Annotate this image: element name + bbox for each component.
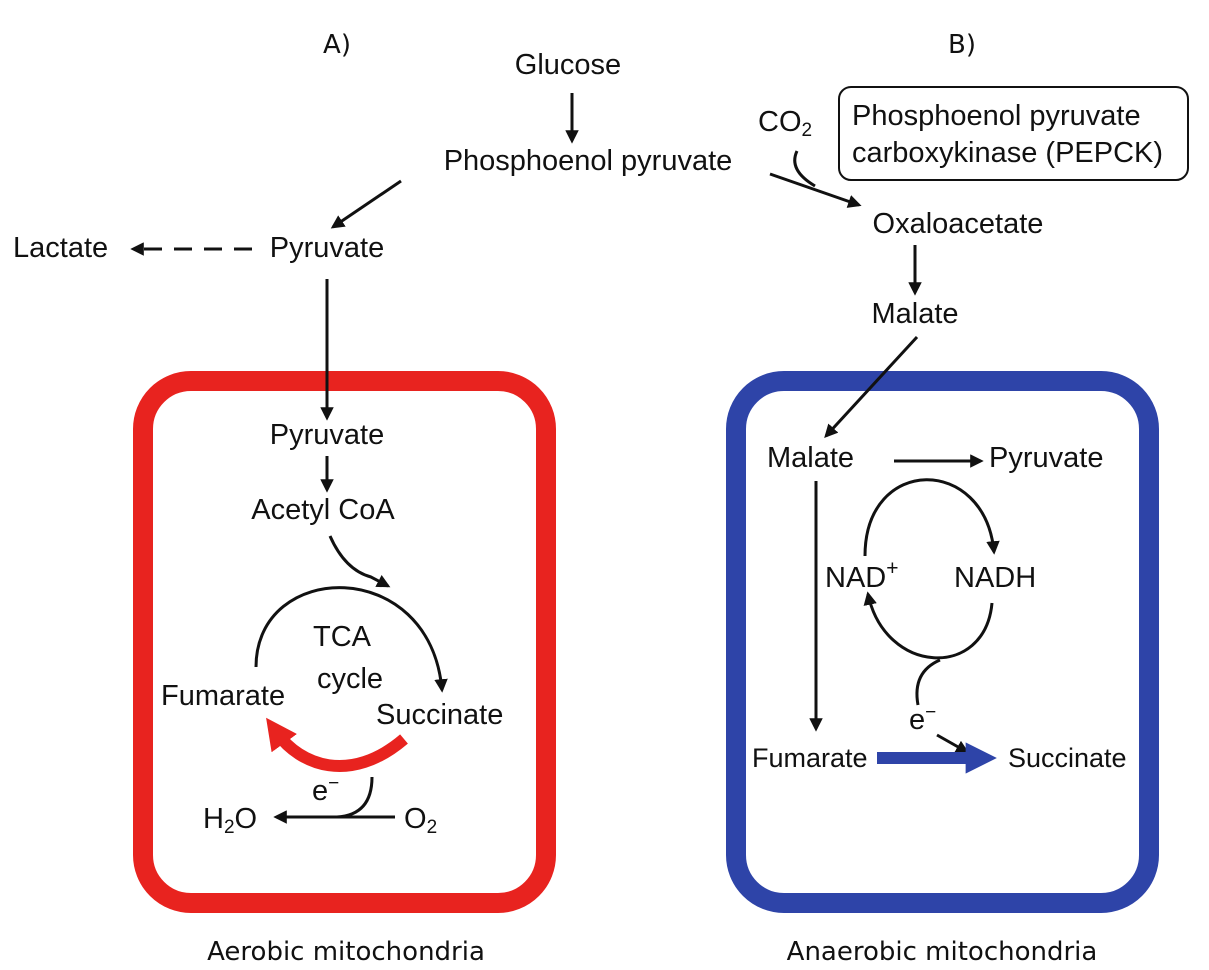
electron-aerobic-label: e− — [312, 773, 339, 807]
tca-label-line1: TCA — [313, 621, 372, 653]
co2-incorporation-arrow — [793, 150, 816, 188]
lactate-label: Lactate — [13, 232, 108, 264]
electron-to-succinate-arrow — [936, 733, 970, 754]
fumarate-anaerobic-label: Fumarate — [752, 743, 868, 773]
malate-cytosol-label: Malate — [871, 298, 958, 330]
aerobic-caption: Aerobic mitochondria — [207, 937, 485, 967]
pyruvate-mito-label: Pyruvate — [270, 419, 384, 451]
pep-to-oxaloacetate-arrow — [769, 172, 862, 208]
panel-a-label: A) — [323, 30, 351, 60]
succinate-to-fumarate-red-arrow — [266, 717, 408, 772]
anaerobic-caption: Anaerobic mitochondria — [787, 937, 1098, 967]
nadh-label: NADH — [954, 562, 1036, 594]
glucose-label: Glucose — [515, 49, 621, 81]
phosphoenol-pyruvate-label: Phosphoenol pyruvate — [444, 145, 733, 177]
electron-release-curve — [915, 658, 941, 706]
oxygen-label: O2 — [404, 803, 437, 838]
pepck-label-line2: carboxykinase (PEPCK) — [852, 137, 1163, 169]
pyruvate-anaerobic-label: Pyruvate — [989, 442, 1103, 474]
succinate-anaerobic-label: Succinate — [1008, 743, 1127, 773]
co2-label: CO2 — [758, 106, 812, 141]
fumarate-aerobic-label: Fumarate — [161, 680, 285, 712]
pepck-label-line1: Phosphoenol pyruvate — [852, 100, 1141, 132]
nad-plus-label: NAD+ — [825, 557, 899, 594]
electron-anaerobic-label: e− — [909, 702, 936, 736]
tca-cycle-arc — [254, 586, 448, 693]
pyruvate-cytosol-label: Pyruvate — [270, 232, 384, 264]
acetyl-coa-label: Acetyl CoA — [251, 494, 395, 526]
malate-into-mitochondria-arrow — [824, 335, 919, 438]
acetylcoa-entry-arrow — [328, 535, 391, 588]
malate-mito-label: Malate — [767, 442, 854, 474]
anaerobic-mitochondria-membrane — [726, 371, 1159, 913]
pep-to-pyruvate-arrow — [330, 179, 402, 229]
aerobic-mitochondria-membrane — [133, 371, 556, 913]
succinate-aerobic-label: Succinate — [376, 699, 503, 731]
electron-transfer-curve — [336, 776, 374, 819]
water-label: H2O — [203, 803, 257, 838]
panel-b-label: B) — [948, 30, 976, 60]
tca-label-line2: cycle — [317, 663, 383, 695]
nad-to-nadh-arc — [863, 478, 1000, 557]
nadh-to-nad-arc — [863, 591, 994, 660]
pepck-enzyme-box — [838, 86, 1189, 181]
oxaloacetate-label: Oxaloacetate — [873, 208, 1044, 240]
